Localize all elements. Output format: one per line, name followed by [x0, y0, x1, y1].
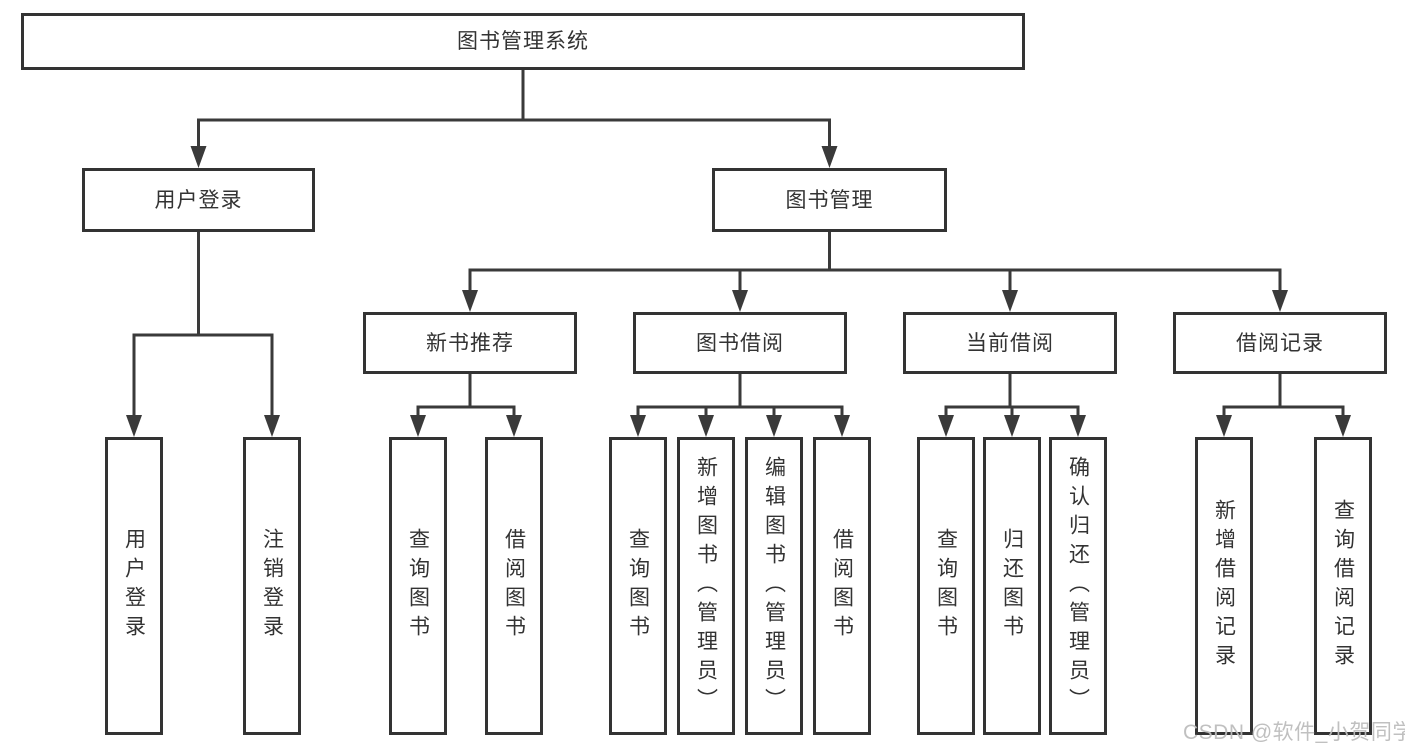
arrowhead-icon — [1335, 415, 1351, 437]
arrowhead-icon — [264, 415, 280, 437]
node-book-management: 图书管理 — [712, 168, 947, 232]
arrowhead-icon — [1002, 290, 1018, 312]
node-leaf-record-query: 查询借阅记录 — [1314, 437, 1372, 735]
arrowhead-icon — [630, 415, 646, 437]
node-leaf-bb-query: 查询图书 — [609, 437, 667, 735]
arrowhead-icon — [410, 415, 426, 437]
node-leaf-cb-confirm: 确认归还（管理员） — [1049, 437, 1107, 735]
arrowhead-icon — [462, 290, 478, 312]
node-leaf-cb-query: 查询图书 — [917, 437, 975, 735]
node-borrowing-records: 借阅记录 — [1173, 312, 1387, 374]
node-leaf-bb-edit: 编辑图书（管理员） — [745, 437, 803, 735]
arrowhead-icon — [698, 415, 714, 437]
arrowhead-icon — [821, 146, 838, 168]
node-leaf-nbr-query: 查询图书 — [389, 437, 447, 735]
node-library-system: 图书管理系统 — [21, 13, 1025, 70]
arrowhead-icon — [190, 146, 207, 168]
node-book-borrowing: 图书借阅 — [633, 312, 847, 374]
arrowhead-icon — [834, 415, 850, 437]
node-new-book-recommend: 新书推荐 — [363, 312, 577, 374]
arrowhead-icon — [732, 290, 748, 312]
node-current-borrowing: 当前借阅 — [903, 312, 1117, 374]
arrowhead-icon — [506, 415, 522, 437]
watermark: CSDN @软件_小贺同学 — [1183, 721, 1405, 744]
arrowhead-icon — [126, 415, 142, 437]
arrowhead-icon — [1004, 415, 1020, 437]
arrowhead-icon — [1216, 415, 1232, 437]
arrowhead-icon — [1272, 290, 1288, 312]
node-leaf-bb-add: 新增图书（管理员） — [677, 437, 735, 735]
arrowhead-icon — [938, 415, 954, 437]
node-leaf-bb-borrow: 借阅图书 — [813, 437, 871, 735]
node-leaf-record-add: 新增借阅记录 — [1195, 437, 1253, 735]
node-user-login: 用户登录 — [82, 168, 315, 232]
node-leaf-logout: 注销登录 — [243, 437, 301, 735]
arrowhead-icon — [1070, 415, 1086, 437]
node-leaf-user-login: 用户登录 — [105, 437, 163, 735]
arrowhead-icon — [766, 415, 782, 437]
node-leaf-nbr-borrow: 借阅图书 — [485, 437, 543, 735]
node-leaf-cb-return: 归还图书 — [983, 437, 1041, 735]
